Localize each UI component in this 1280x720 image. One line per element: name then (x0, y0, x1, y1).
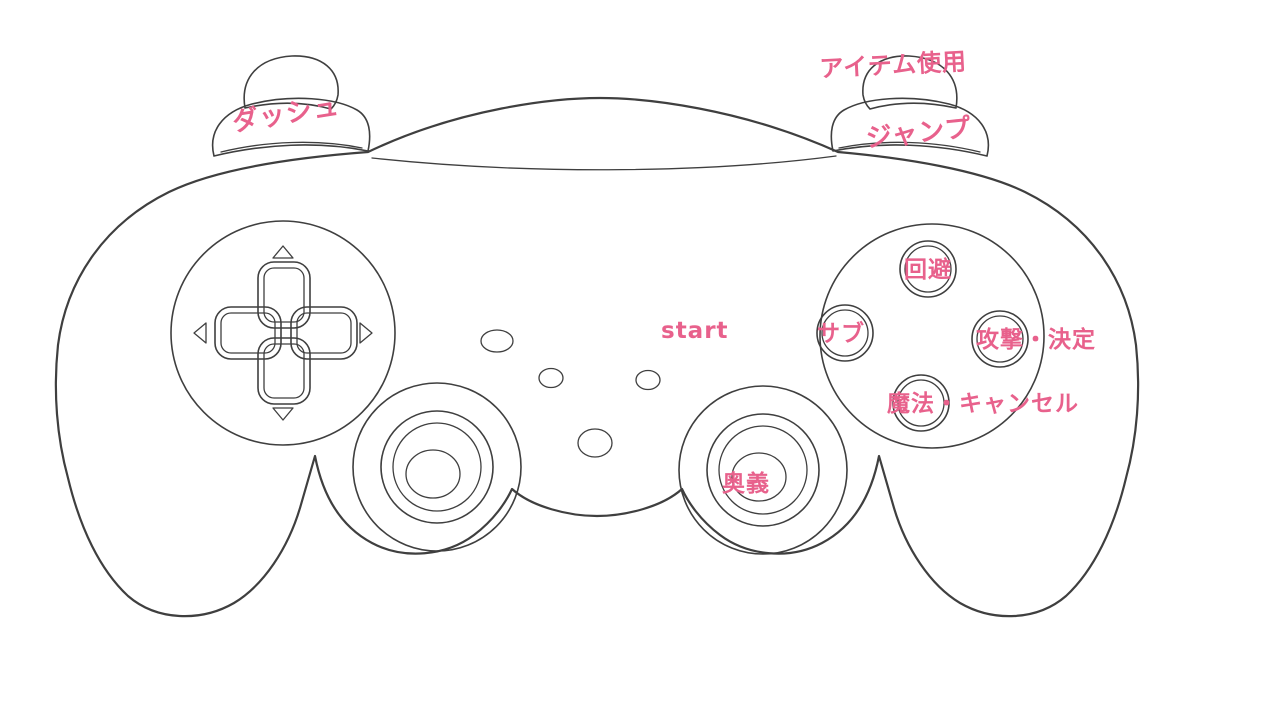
controller-body-outline (54, 96, 1140, 618)
left-shoulder-group (211, 55, 371, 157)
stick-cap-concave (405, 449, 461, 499)
top-seam-line (371, 155, 837, 171)
cross-button-inner (897, 379, 945, 427)
label-sub: サブ (817, 320, 865, 347)
dpad-up-arrow-icon (272, 245, 294, 259)
right-stick-group (678, 385, 848, 555)
center-buttons-group (480, 329, 661, 458)
dpad-up-inner (263, 267, 305, 323)
label-magic-cancel: 魔法・キャンセル (887, 390, 1079, 417)
dpad-down-button (257, 337, 311, 405)
circle-button (971, 310, 1029, 368)
dpad-up-button (257, 261, 311, 329)
label-dash: ダッシュ (230, 90, 342, 138)
stick-cap-outer (380, 410, 494, 524)
left-bumper-button (211, 97, 371, 157)
dpad-left-inner (220, 312, 276, 354)
dpad-group (170, 220, 396, 446)
circle-button-inner (976, 315, 1024, 363)
dpad-left-arrow-icon (193, 322, 207, 344)
triangle-button (899, 240, 957, 298)
square-button (816, 304, 874, 362)
label-special-move: 奥義 (722, 470, 770, 497)
mapping-labels-group: ダッシュ アイテム使用 ジャンプ 回避 サブ 攻撃・決定 魔法・キャンセル st… (230, 47, 1096, 497)
home-button (577, 428, 613, 458)
triangle-button-inner (904, 245, 952, 293)
dpad-right-inner (296, 312, 352, 354)
dpad-left-button (214, 306, 282, 360)
face-buttons-well-circle (819, 223, 1045, 449)
label-dodge: 回避 (904, 256, 952, 283)
left-stick-group (352, 382, 522, 552)
label-attack-confirm: 攻撃・決定 (976, 326, 1096, 353)
left-trigger-button (243, 55, 339, 110)
dpad-down-arrow-icon (272, 407, 294, 421)
dpad-right-button (290, 306, 358, 360)
select-button (480, 329, 514, 353)
small-button-left (538, 367, 564, 389)
dpad-down-inner (263, 343, 305, 399)
stick-housing-circle (352, 382, 522, 552)
cross-button (892, 374, 950, 432)
face-buttons-group (816, 223, 1045, 449)
stick-cap-rim (392, 422, 482, 512)
dpad-right-arrow-icon (359, 322, 373, 344)
label-start: start (661, 318, 729, 344)
label-item-use: アイテム使用 (819, 47, 968, 83)
start-button (635, 369, 661, 391)
dpad-well-circle (170, 220, 396, 446)
left-bumper-inner-line (220, 141, 363, 153)
square-button-inner (821, 309, 869, 357)
